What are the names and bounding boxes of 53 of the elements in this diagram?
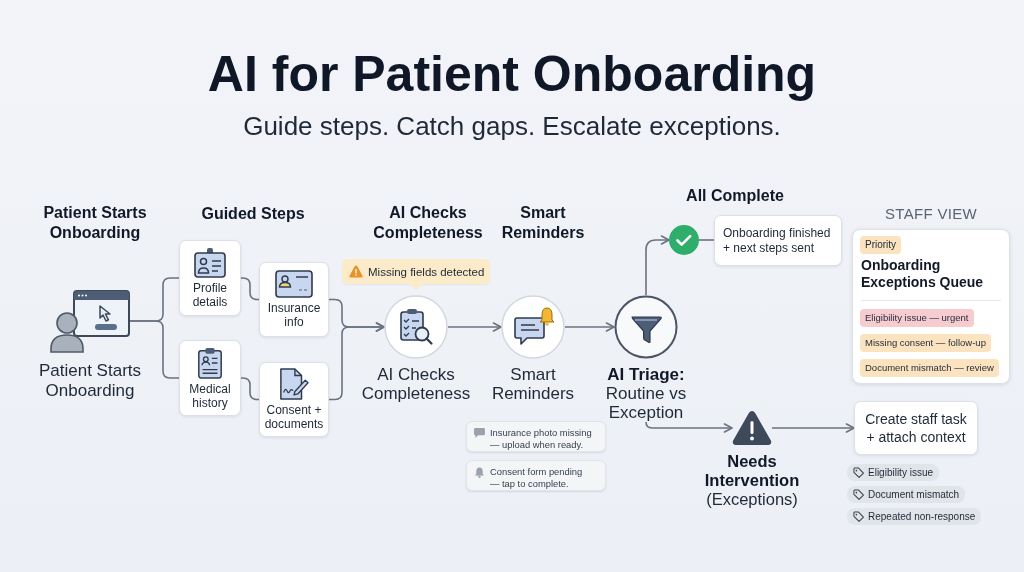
card-label: Insurance info [266, 301, 322, 329]
card-label: Medical history [188, 381, 232, 410]
card-text: Onboarding finished + next steps sent [723, 225, 832, 256]
connector-line [240, 377, 260, 401]
subtitle: Guide steps. Catch gaps. Escalate exceptions. [243, 110, 781, 142]
queue-item: Missing consent — follow-up [860, 334, 991, 352]
tag-chip [847, 508, 982, 525]
step-card [179, 240, 241, 316]
step-card [259, 262, 329, 337]
node-label: Smart Reminders [490, 365, 576, 403]
tag-label: Document mismatch [868, 489, 960, 500]
column-heading: Smart Reminders [500, 203, 586, 243]
arrow [645, 421, 733, 433]
reminder-card [466, 460, 606, 491]
reminder-card [466, 421, 606, 452]
arrow [771, 423, 855, 433]
reminder-text: Consent form pending — tap to complete. [490, 466, 584, 490]
tag-chip [847, 464, 940, 481]
connector-line [240, 277, 260, 301]
diagram-title: AI for Patient Onboarding [207, 45, 817, 104]
queue-item: Document mismatch — review [860, 359, 999, 377]
card-text: Create staff task + attach context [864, 410, 968, 446]
check-icon [669, 225, 699, 255]
node-label: AI Checks Completeness [360, 365, 472, 403]
section-heading: STAFF VIEW [885, 204, 977, 224]
tag-label: Eligibility issue [868, 467, 934, 478]
queue-item: Eligibility issue — urgent [860, 309, 974, 327]
tag-label: Repeated non-response [868, 511, 976, 522]
step-card [259, 362, 329, 437]
column-heading: AI Checks Completeness [372, 203, 484, 243]
status-card [714, 215, 842, 266]
card-label: Consent + documents [263, 403, 325, 431]
column-heading: Patient Starts Onboarding [42, 203, 148, 243]
callout-text: Missing fields detected [368, 265, 485, 278]
connector-line [129, 320, 180, 379]
node-label: Patient Starts Onboarding [37, 361, 143, 401]
column-heading: Guided Steps [200, 204, 306, 224]
node-label: Needs Intervention [703, 452, 801, 490]
card-label: Profile details [191, 280, 229, 309]
arrow [645, 235, 670, 296]
arrow [564, 322, 615, 332]
tag-chip [847, 486, 966, 503]
panel-title: Onboarding Exceptions Queue [861, 257, 985, 291]
task-card [854, 401, 978, 455]
step-card [179, 340, 241, 416]
arrow [447, 322, 502, 332]
node-label: (Exceptions) [706, 490, 798, 509]
node-label: Routine vs Exception [604, 384, 688, 422]
reminder-text: Insurance photo missing — upload when ready. [490, 427, 593, 451]
connector-line [698, 239, 715, 241]
priority-tag: Priority [860, 236, 902, 254]
column-heading: All Complete [685, 186, 785, 206]
node-label: AI Triage: [607, 365, 685, 384]
